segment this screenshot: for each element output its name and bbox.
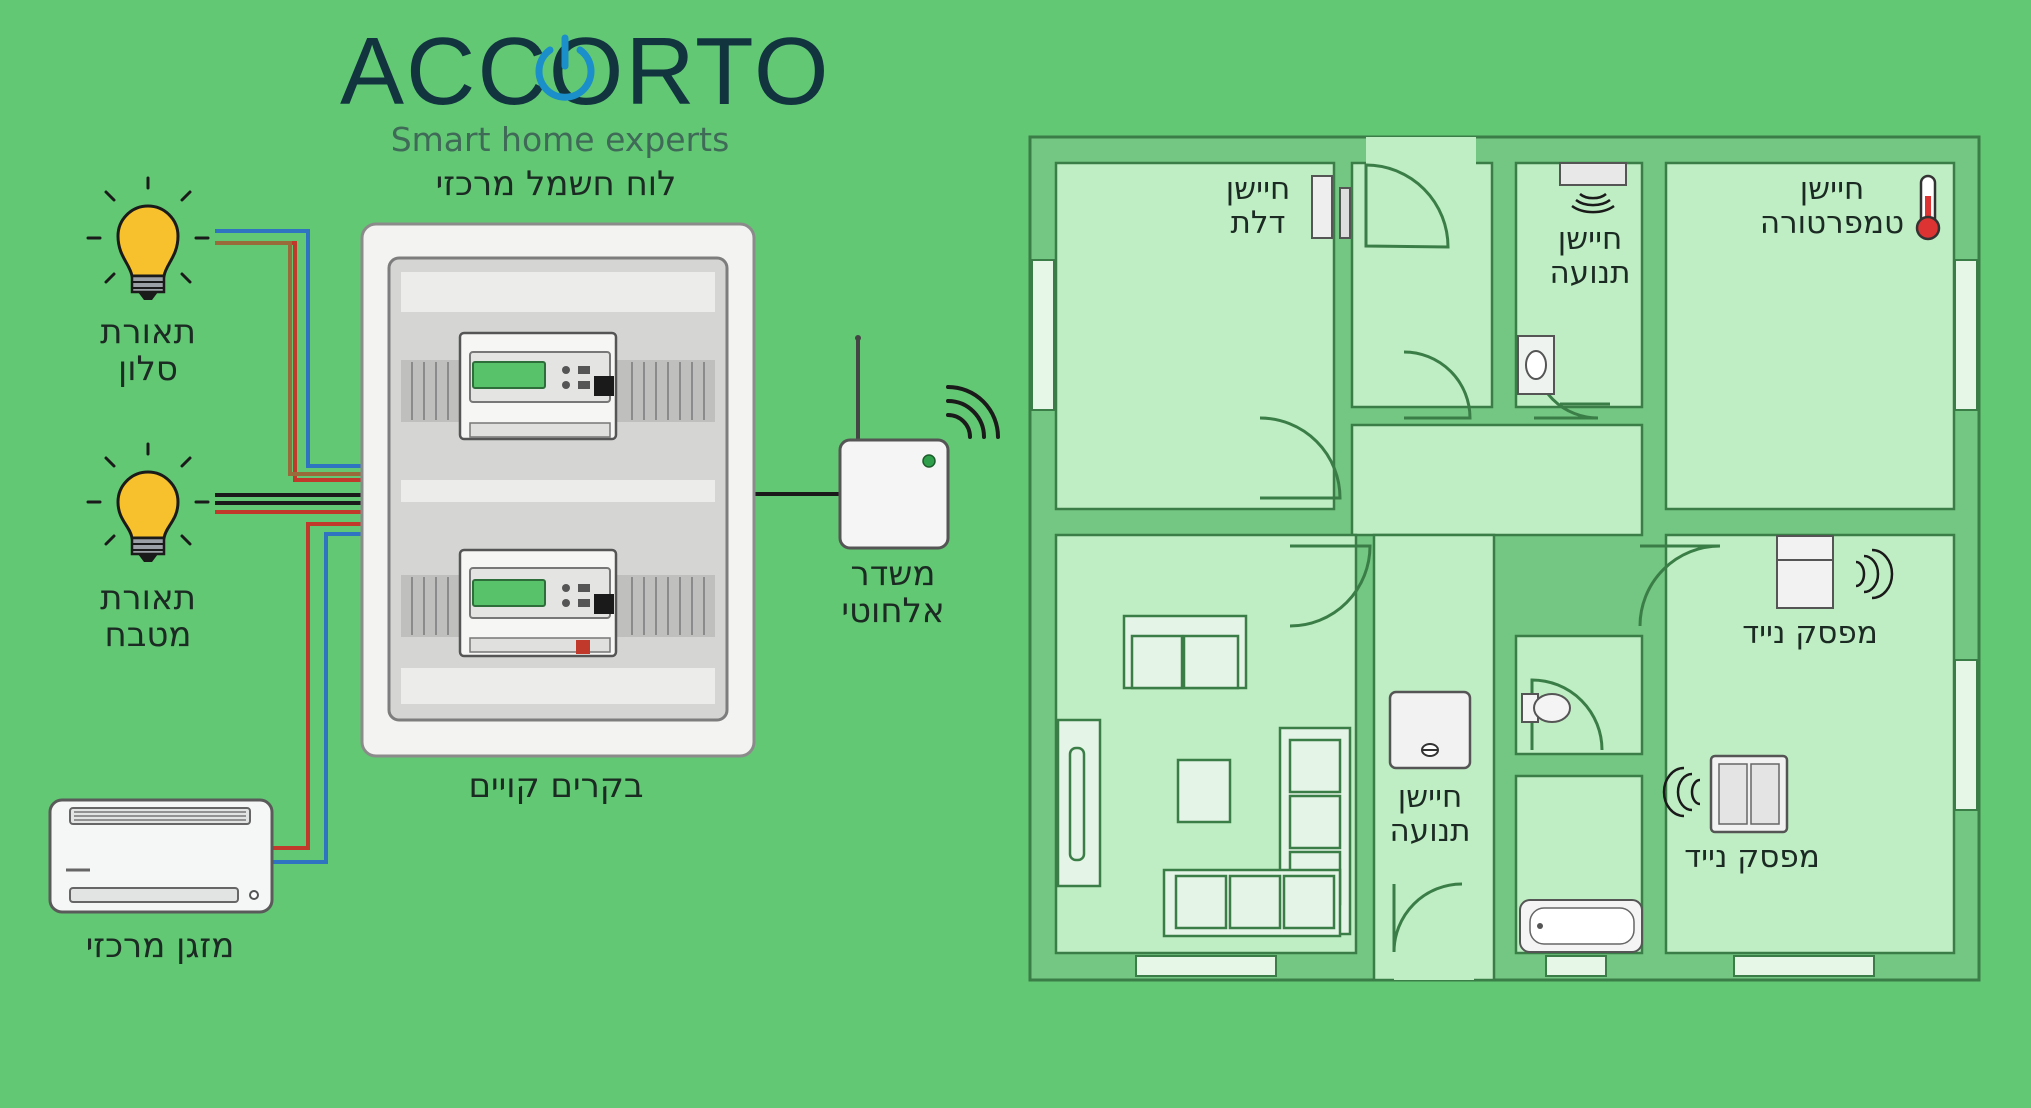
door-sensor-icon [1311, 175, 1351, 239]
room-top-left [1054, 161, 1336, 511]
light-kitchen-label: תאורת מטבח [70, 578, 226, 656]
motion-sensor-top-line1: חיישן [1557, 221, 1623, 257]
light-salon-line1: תאורת [100, 312, 196, 352]
light-salon-label: תאורת סלון [70, 312, 226, 390]
light-kitchen-line1: תאורת [100, 578, 196, 618]
temp-sensor-label: חיישן טמפרטורה [1744, 172, 1920, 240]
door-sensor-line1: חיישן [1225, 171, 1291, 207]
brand-name: ACCORTO [340, 18, 831, 125]
room-top-right [1664, 161, 1956, 511]
motion-sensor-bottom-line2: תנועה [1389, 813, 1471, 850]
mobile-switch-top-icon [1776, 535, 1894, 609]
panel-title: לוח חשמל מרכזי [435, 164, 677, 204]
transmitter-label: משדר אלחוטי [818, 554, 968, 632]
motion-sensor-top-line2: תנועה [1549, 255, 1631, 292]
brand-tagline: Smart home experts [390, 120, 730, 159]
transmitter-line1: משדר [850, 554, 936, 594]
door-sensor-label: חיישן דלת [1208, 172, 1308, 240]
air-conditioner-icon [48, 798, 274, 914]
motion-sensor-bottom-icon [1388, 690, 1472, 770]
living-furniture [1056, 614, 1352, 938]
mobile-switch-bottom-label: מפסק נייד [1684, 839, 1820, 875]
controller-module-top [458, 331, 618, 441]
wireless-transmitter-icon [838, 335, 1000, 550]
sink-icon [1517, 335, 1555, 395]
motion-sensor-top-label: חיישן תנועה [1530, 222, 1650, 290]
motion-sensor-icon [1559, 162, 1627, 214]
light-kitchen-line2: מטבח [104, 615, 192, 656]
transmitter-line2: אלחוטי [841, 591, 945, 632]
mobile-switch-bottom-icon [1662, 754, 1789, 834]
toilet-icon [1521, 693, 1571, 723]
temp-sensor-line1: חיישן [1799, 171, 1865, 207]
controller-module-bottom [458, 548, 618, 658]
door-sensor-line2: דלת [1230, 205, 1286, 242]
bulb-icon [86, 176, 210, 300]
bulb-icon [86, 442, 210, 562]
floor-plan [1028, 135, 1981, 982]
mobile-switch-top-label: מפסק נייד [1742, 615, 1878, 651]
motion-sensor-bottom-label: חיישן תנועה [1370, 780, 1490, 848]
ac-label: מזגן מרכזי [85, 926, 235, 966]
electrical-panel [360, 222, 756, 758]
existing-circuits-label: בקרים קויים [468, 766, 644, 806]
light-salon-line2: סלון [118, 349, 178, 390]
temp-sensor-line2: טמפרטורה [1759, 205, 1905, 242]
brand-logo: ACCORTO Smart home experts [340, 18, 831, 160]
thermometer-icon [1915, 174, 1941, 241]
bathtub-icon [1519, 899, 1643, 953]
power-icon [535, 34, 595, 101]
motion-sensor-bottom-line1: חיישן [1397, 779, 1463, 815]
room-corridor [1350, 423, 1644, 537]
